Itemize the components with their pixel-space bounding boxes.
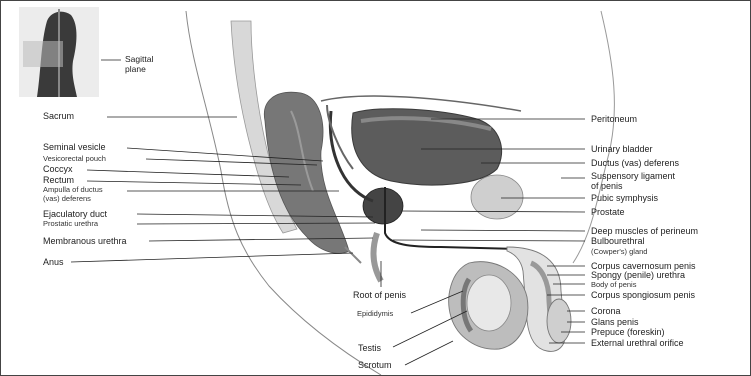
label-scrotum: Scrotum (358, 360, 392, 370)
label-root-of-penis: Root of penis (353, 290, 406, 300)
label-spongy-urethra: Spongy (penile) urethra (591, 270, 685, 280)
label-urinary-bladder: Urinary bladder (591, 144, 653, 154)
label-vesicorectal-pouch: Vesicorectal pouch (43, 154, 106, 163)
label-corona: Corona (591, 306, 621, 316)
label-peritoneum: Peritoneum (591, 114, 637, 124)
pubic-symphysis-shape (471, 175, 523, 219)
glans-shape (547, 299, 571, 343)
label-external-urethral-orifice: External urethral orifice (591, 338, 684, 348)
label-membranous-urethra: Membranous urethra (43, 236, 127, 246)
label-body-of-penis: Body of penis (591, 280, 636, 289)
label-glans-penis: Glans penis (591, 317, 639, 327)
label-epididymis: Epididymis (357, 309, 393, 318)
label-sacrum: Sacrum (43, 111, 74, 121)
label-pubic-symphysis: Pubic symphysis (591, 193, 658, 203)
prostate-shape (363, 188, 403, 224)
label-testis: Testis (358, 343, 381, 353)
label-ampulla: Ampulla of ductus (vas) deferens (43, 185, 103, 203)
label-prostate: Prostate (591, 207, 625, 217)
label-corpus-spongiosum: Corpus spongiosum penis (591, 290, 695, 300)
sagittal-inset (19, 7, 99, 97)
label-seminal-vesicle: Seminal vesicle (43, 142, 106, 152)
label-bulbourethral: Bulbourethral (591, 236, 645, 246)
label-deep-muscles: Deep muscles of perineum (591, 226, 698, 236)
label-cowpers-gland: (Cowper's) gland (591, 247, 647, 256)
label-prostatic-urethra: Prostatic urethra (43, 219, 98, 228)
label-ejaculatory-duct: Ejaculatory duct (43, 209, 107, 219)
label-ductus-deferens: Ductus (vas) deferens (591, 158, 679, 168)
label-suspensory-ligament: Suspensory ligament of penis (591, 171, 675, 191)
label-prepuce: Prepuce (foreskin) (591, 327, 665, 337)
label-anus: Anus (43, 257, 64, 267)
label-coccyx: Coccyx (43, 164, 73, 174)
label-rectum: Rectum (43, 175, 74, 185)
testis-shape (467, 275, 511, 331)
sagittal-plane-label: Sagittal plane (125, 54, 185, 74)
